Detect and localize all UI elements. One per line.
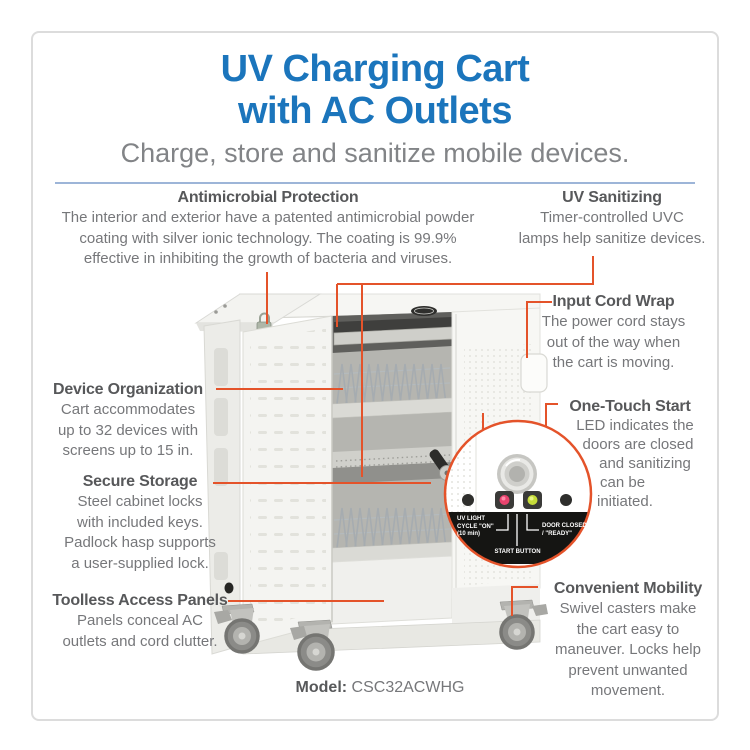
tripp-lite-logo-ring: [414, 307, 434, 315]
start-button-label: START BUTTON: [494, 549, 541, 555]
cable-port-hole: [224, 582, 234, 594]
uv-light-cycle-label: UV LIGHT CYCLE "ON" (10 min): [457, 516, 494, 537]
header-divider: [55, 182, 695, 184]
side-vent: [214, 398, 228, 436]
callout-line: initiated.: [597, 493, 653, 510]
model-value: CSC32ACWHG: [351, 679, 465, 696]
callout-line: can be: [600, 474, 646, 491]
shelf-screw: [223, 304, 227, 308]
callout-heading: Convenient Mobility: [553, 580, 703, 597]
lower-front-panel: [331, 555, 453, 625]
callout-line: and sanitizing: [599, 455, 691, 472]
callout-line: The power cord stays: [541, 313, 686, 330]
callout-heading: Antimicrobial Protection: [177, 189, 359, 206]
callout-heading: One-Touch Start: [569, 398, 691, 415]
title-line-2: with AC Outlets: [238, 90, 512, 132]
page-title: UV Charging Cart with AC Outlets: [0, 48, 750, 132]
callout-toolless-access-panels: Toolless Access Panels Panels conceal AC…: [35, 591, 245, 651]
callout-input-cord-wrap: Input Cord Wrap The power cord stays out…: [515, 292, 712, 373]
panel-dot: [462, 494, 474, 506]
callout-line: Swivel casters make: [559, 600, 697, 617]
callout-line: effective in inhibiting the growth of ba…: [83, 250, 453, 267]
callout-convenient-mobility: Convenient Mobility Swivel casters make …: [538, 579, 718, 701]
callout-heading: Toolless Access Panels: [52, 592, 228, 609]
model-label: Model:: [295, 679, 348, 696]
legend-ticks: [496, 514, 539, 546]
rack-rail: [333, 528, 451, 535]
callout-line: LED indicates the: [576, 417, 694, 434]
callout-line: a user-supplied lock.: [71, 554, 209, 572]
callout-heading: UV Sanitizing: [562, 189, 662, 206]
door-closed-label: DOOR CLOSED / "READY": [542, 523, 587, 537]
caster-rear-left: [214, 603, 260, 654]
callout-antimicrobial-protection: Antimicrobial Protection The interior an…: [40, 188, 496, 269]
shelf-screw: [214, 310, 218, 314]
callout-line: prevent unwanted: [568, 661, 688, 679]
callout-line: screens up to 15 in.: [62, 442, 194, 459]
callout-line: the cart is moving.: [552, 354, 675, 371]
callout-line: with included keys.: [77, 513, 203, 531]
callout-line: Steel cabinet locks: [77, 493, 203, 510]
convenient-mobility-pointer-line: [511, 586, 538, 616]
callout-lines: [213, 256, 594, 616]
side-vent: [214, 448, 228, 486]
callout-line: coating with silver ionic technology. Th…: [79, 229, 457, 247]
callout-line: maneuver. Locks help: [555, 641, 701, 658]
callout-line: movement.: [590, 682, 666, 699]
callout-line: Cart accommodates: [60, 401, 196, 418]
callout-secure-storage: Secure Storage Steel cabinet locks with …: [40, 472, 240, 573]
callout-device-organization: Device Organization Cart accommodates up…: [30, 380, 226, 461]
shelf-lock-shackle: [259, 312, 270, 322]
callout-heading: Secure Storage: [82, 473, 198, 490]
title-line-1: UV Charging Cart: [220, 48, 530, 90]
uv-lamp-slot: [334, 317, 452, 333]
uv-sanitizing-pointer-line: [336, 256, 594, 477]
callout-line: up to 32 devices with: [57, 421, 199, 439]
inset-circle-border: [443, 419, 593, 569]
callout-line: the cart easy to: [576, 620, 680, 638]
callout-heading: Input Cord Wrap: [552, 293, 675, 310]
callout-line: lamps help sanitize devices.: [518, 229, 706, 247]
callout-heading: Device Organization: [52, 381, 204, 398]
callout-line: Timer-controlled UVC: [540, 209, 684, 226]
callout-line: outlets and cord clutter.: [62, 632, 218, 650]
caster-front-left: [290, 619, 335, 671]
callout-uv-sanitizing: UV Sanitizing Timer-controlled UVC lamps…: [512, 188, 712, 248]
panel-dot: [560, 494, 572, 506]
caster-right: [499, 599, 548, 650]
model-number: Model: CSC32ACWHG: [230, 679, 530, 697]
input-cord-wrap-pointer-line: [526, 301, 552, 358]
side-vent: [214, 348, 228, 386]
page-subtitle: Charge, store and sanitize mobile device…: [120, 138, 630, 168]
cord-wrap-tab: [520, 353, 548, 393]
shelf-perforation: [335, 460, 451, 468]
one-touch-start-pointer-line: [482, 403, 558, 431]
callout-line: The interior and exterior have a patente…: [61, 209, 475, 226]
callout-line: Padlock hasp supports: [64, 534, 216, 551]
side-vent: [214, 552, 228, 580]
callout-line: doors are closed: [582, 436, 694, 453]
callout-line: out of the way when: [546, 333, 681, 351]
left-door-louvers: [250, 328, 326, 630]
callout-line: Panels conceal AC: [77, 612, 203, 629]
